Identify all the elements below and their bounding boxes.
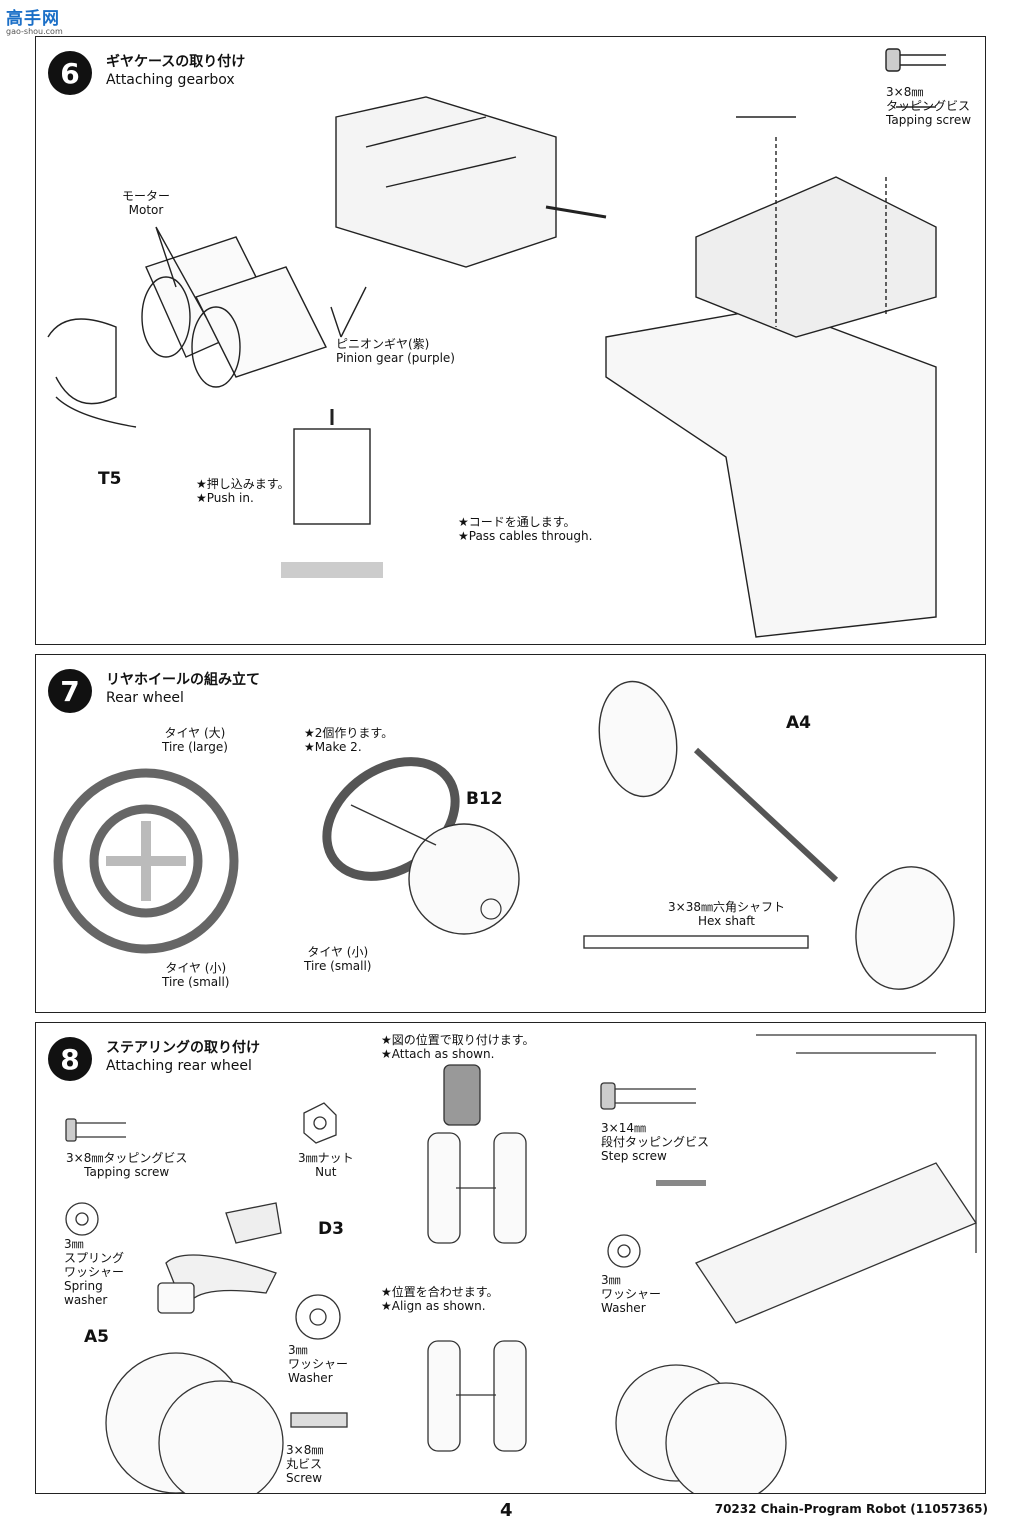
watermark-url: gao-shou.com — [6, 27, 63, 36]
step-7-panel: 7 リヤホイールの組み立て Rear wheel タイヤ (大)Tire (la… — [35, 654, 986, 1013]
push-in-note: ★押し込みます。★Push in. — [196, 477, 290, 505]
step-8-number: 8 — [48, 1037, 92, 1081]
page-number: 4 — [500, 1500, 513, 1521]
step-6-illustration — [47, 48, 946, 638]
step-6-title: ギヤケースの取り付け Attaching gearbox — [106, 54, 246, 88]
step-6-number: 6 — [48, 51, 92, 95]
tire-small-2-label: タイヤ (小)Tire (small) — [304, 945, 372, 973]
part-d3-label: D3 — [318, 1219, 344, 1239]
step-7-number: 7 — [48, 669, 92, 713]
part-t5-label: T5 — [98, 469, 122, 489]
part-a5-label: A5 — [84, 1327, 109, 1347]
tire-large-label: タイヤ (大)Tire (large) — [162, 726, 228, 754]
product-code: 70232 Chain-Program Robot (11057365) — [714, 1502, 988, 1516]
step-8-title: ステアリングの取り付け Attaching rear wheel — [106, 1040, 260, 1074]
pass-cables-note: ★コードを通します。★Pass cables through. — [458, 515, 593, 543]
tire-small-label: タイヤ (小)Tire (small) — [162, 961, 230, 989]
step-8-illustration — [65, 1034, 977, 1493]
watermark: 高手网 gao-shou.com — [6, 4, 63, 36]
align-as-shown-note: ★位置を合わせます。★Align as shown. — [381, 1285, 499, 1313]
step-7-title: リヤホイールの組み立て Rear wheel — [106, 672, 260, 706]
make-two-note: ★2個作ります。★Make 2. — [304, 726, 394, 754]
part-a4-label: A4 — [786, 713, 811, 733]
attach-as-shown-note: ★図の位置で取り付けます。★Attach as shown. — [381, 1033, 535, 1061]
step-7-illustration — [53, 680, 955, 990]
part-b12-label: B12 — [466, 789, 503, 809]
pinion-gear-label: ピニオンギヤ(紫)Pinion gear (purple) — [336, 337, 455, 365]
step-8-panel: 8 ステアリングの取り付け Attaching rear wheel 3×8㎜タ… — [35, 1022, 986, 1494]
watermark-title: 高手网 — [6, 9, 60, 29]
